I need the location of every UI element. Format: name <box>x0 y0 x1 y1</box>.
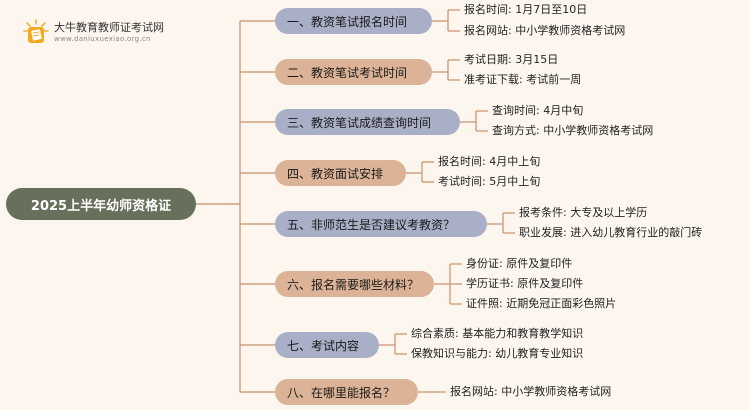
branch-node-8: 八、在哪里能报名？ <box>275 379 418 405</box>
leaf-item: 综合素质: 基本能力和教育教学知识 <box>411 327 584 340</box>
leaf-item: 报名网站: 中小学教师资格考试网 <box>450 385 612 398</box>
branch-node-3: 三、教资笔试成绩查询时间 <box>275 109 460 135</box>
site-logo[interactable]: 大牛教育教师证考试网 www.daniuxuexiao.org.cn <box>22 18 182 48</box>
leaf-item: 学历证书: 原件及复印件 <box>466 277 584 290</box>
root-node: 2025上半年幼师资格证 <box>6 188 196 220</box>
branch-node-5: 五、非师范生是否建议考教资？ <box>275 211 487 237</box>
leaf-item: 报名时间: 1月7日至10日 <box>464 3 588 16</box>
leaf-item: 报名时间: 4月中上旬 <box>438 155 541 168</box>
branch-node-2: 二、教资笔试考试时间 <box>275 59 432 85</box>
pencil-book-icon <box>23 19 49 43</box>
leaf-item: 准考证下载: 考试前一周 <box>464 73 582 86</box>
leaf-item: 考试时间: 5月中上旬 <box>438 175 541 188</box>
branch-node-7: 七、考试内容 <box>275 332 379 358</box>
leaf-item: 查询方式: 中小学教师资格考试网 <box>492 124 654 137</box>
branch-node-1: 一、教资笔试报名时间 <box>275 8 432 34</box>
leaf-item: 考试日期: 3月15日 <box>464 53 559 66</box>
leaf-item: 保教知识与能力: 幼儿教育专业知识 <box>411 347 584 360</box>
branch-node-4: 四、教资面试安排 <box>275 160 406 186</box>
leaf-item: 证件照: 近期免冠正面彩色照片 <box>466 297 617 310</box>
leaf-item: 职业发展: 进入幼儿教育行业的敲门砖 <box>519 226 703 239</box>
branch-node-6: 六、报名需要哪些材料？ <box>275 271 434 297</box>
logo-title: 大牛教育教师证考试网 <box>54 21 164 34</box>
leaf-item: 查询时间: 4月中旬 <box>492 104 584 117</box>
logo-url: www.daniuxuexiao.org.cn <box>54 35 151 43</box>
leaf-item: 报考条件: 大专及以上学历 <box>519 206 648 219</box>
leaf-item: 身份证: 原件及复印件 <box>466 257 573 270</box>
leaf-item: 报名网站: 中小学教师资格考试网 <box>464 24 626 37</box>
